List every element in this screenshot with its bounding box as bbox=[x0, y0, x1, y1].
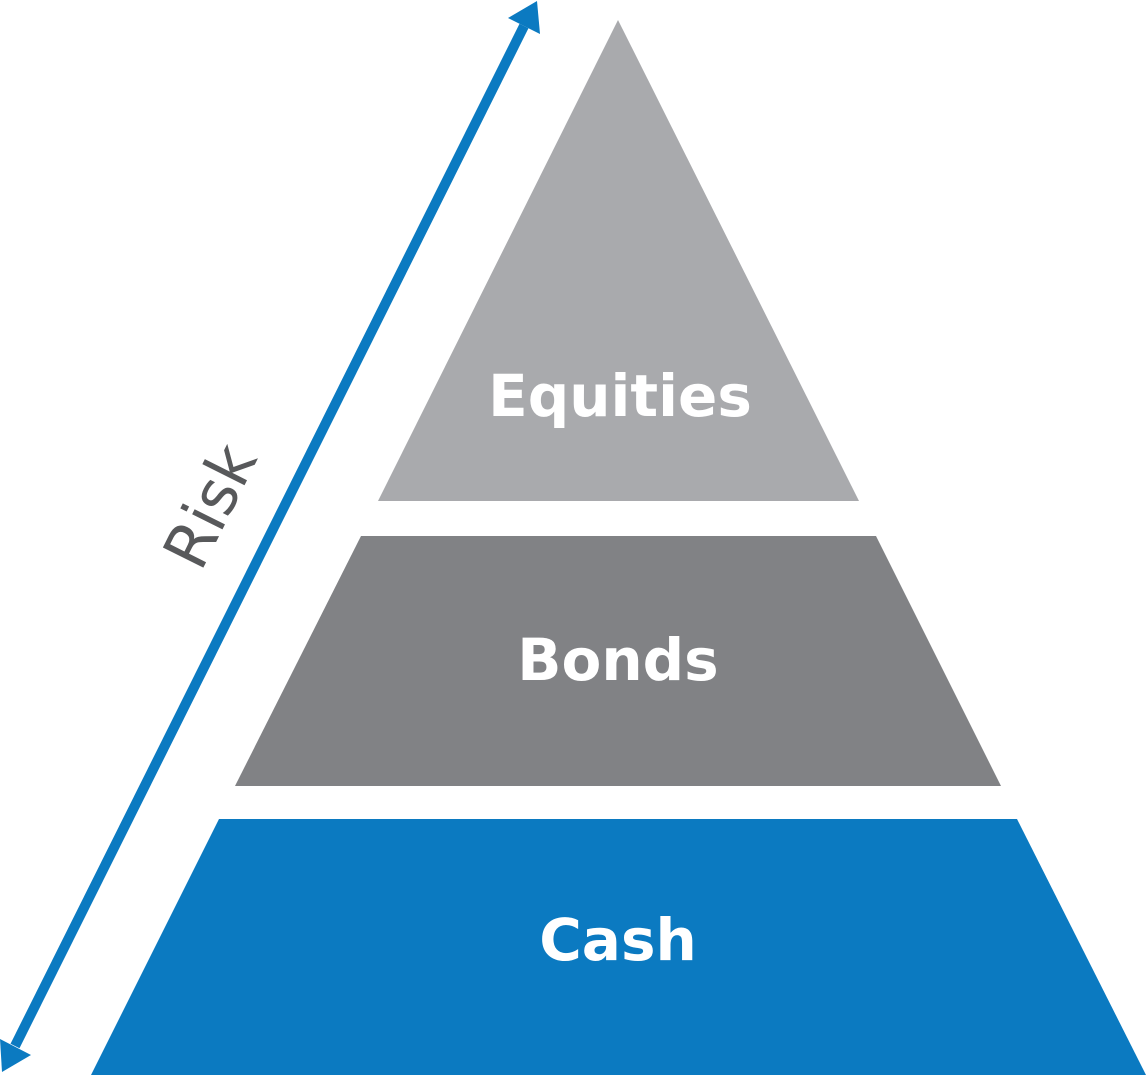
tier-bonds bbox=[235, 536, 1001, 786]
arrow-down-head-icon bbox=[0, 1039, 31, 1072]
tier-bonds-label: Bonds bbox=[517, 626, 718, 694]
tier-equities bbox=[378, 20, 859, 501]
risk-arrow-shaft bbox=[10, 23, 529, 1049]
risk-axis-label: Risk bbox=[149, 432, 272, 580]
tier-cash-label: Cash bbox=[539, 906, 697, 974]
arrow-up-head-icon bbox=[508, 1, 540, 34]
tier-equities-label: Equities bbox=[488, 362, 752, 430]
risk-arrow bbox=[0, 1, 540, 1072]
tier-cash bbox=[91, 819, 1146, 1075]
